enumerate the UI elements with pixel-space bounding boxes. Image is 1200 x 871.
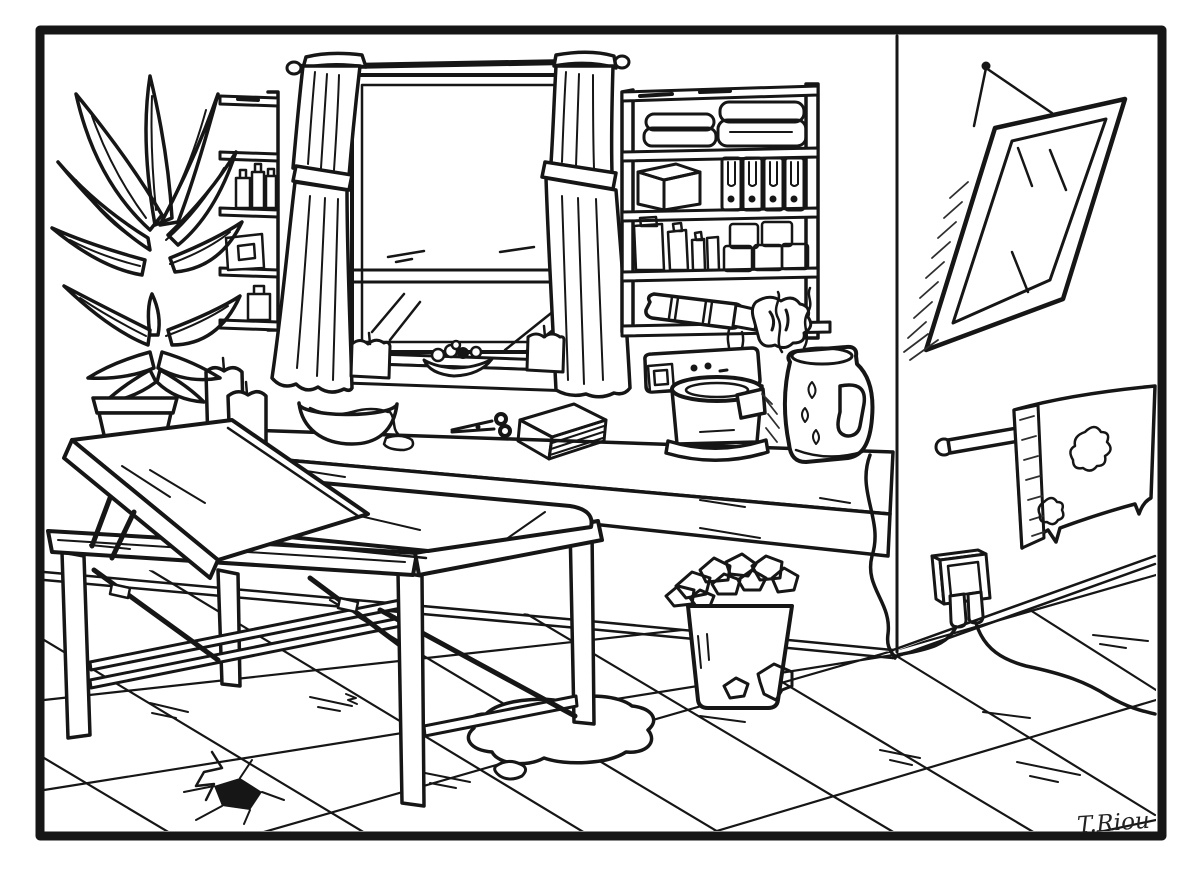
wax-warmer-pot xyxy=(664,375,780,462)
window xyxy=(285,54,631,394)
small-bottles xyxy=(234,162,278,210)
trash-can xyxy=(686,604,794,710)
steam-wisps xyxy=(774,286,812,354)
mirror-frame xyxy=(923,96,1128,353)
mirror-glass xyxy=(951,117,1108,325)
kettle-cable xyxy=(864,453,897,660)
leaf-veins xyxy=(69,95,231,337)
windowsill-items xyxy=(349,324,566,380)
box-with-label xyxy=(224,232,266,272)
wall-shelf-right xyxy=(620,82,832,381)
massage-table xyxy=(46,418,604,808)
folded-towels xyxy=(642,100,808,148)
sill-candle-right xyxy=(525,332,566,374)
pot-handle xyxy=(735,387,767,420)
cracked-tile xyxy=(183,750,285,825)
wick xyxy=(542,324,547,339)
backrest-edge xyxy=(62,438,220,580)
curtain-left xyxy=(270,51,368,394)
wick xyxy=(367,331,372,346)
signature-text: T.Riou xyxy=(1076,808,1150,839)
steaming-kettle xyxy=(783,344,875,464)
curtain-tieback-left xyxy=(291,164,354,192)
tilted-mirror xyxy=(903,61,1128,361)
mirror-shadow-hatch xyxy=(903,181,969,361)
towel-hatch xyxy=(1019,415,1045,537)
brace-hinge xyxy=(336,596,360,614)
mixing-bowl xyxy=(297,401,415,452)
pot-base xyxy=(664,438,770,462)
right-wall xyxy=(896,61,1157,716)
papers-on-floor xyxy=(722,662,794,702)
wall-shelf-left xyxy=(218,90,280,332)
ring-binders xyxy=(720,156,806,212)
artist-signature: T.Riou xyxy=(1076,808,1150,839)
paraffin-box xyxy=(516,402,608,461)
backrest-strut xyxy=(89,495,137,561)
dripping-bottle xyxy=(644,292,760,381)
scissors xyxy=(450,412,512,438)
cable-on-floor xyxy=(974,621,1157,716)
plug xyxy=(948,592,968,629)
table-leg-far-right xyxy=(568,522,596,726)
crumpled-papers xyxy=(664,552,800,608)
sill-candle-left xyxy=(349,338,392,380)
towel-stain xyxy=(1037,496,1065,526)
flask xyxy=(246,284,272,322)
towel-fold xyxy=(1012,403,1046,550)
table-leg-near-left xyxy=(60,550,92,740)
towel-on-rail xyxy=(1012,384,1157,550)
brace-hinge xyxy=(108,582,132,600)
crumpled-cloth xyxy=(750,295,813,350)
pebble xyxy=(450,339,462,351)
jars-and-bottles xyxy=(632,215,810,273)
back-wall xyxy=(218,34,899,654)
hanging-wire xyxy=(972,66,1054,128)
pebble-dark xyxy=(457,347,469,359)
pebble xyxy=(430,347,446,363)
table-leg-far-left xyxy=(216,568,242,688)
pebble xyxy=(469,345,483,359)
table-leg-near-right xyxy=(396,570,426,808)
window-frame xyxy=(350,73,577,354)
rod-finial-left xyxy=(285,60,303,76)
plant-pot-rim xyxy=(91,396,179,415)
archive-box xyxy=(636,162,702,212)
kettle-handle xyxy=(836,383,867,438)
pebble-dish xyxy=(422,357,494,378)
overflowing-trash-can xyxy=(664,552,800,710)
towel-stain xyxy=(1069,425,1112,472)
mirror-reflections xyxy=(1010,146,1068,294)
